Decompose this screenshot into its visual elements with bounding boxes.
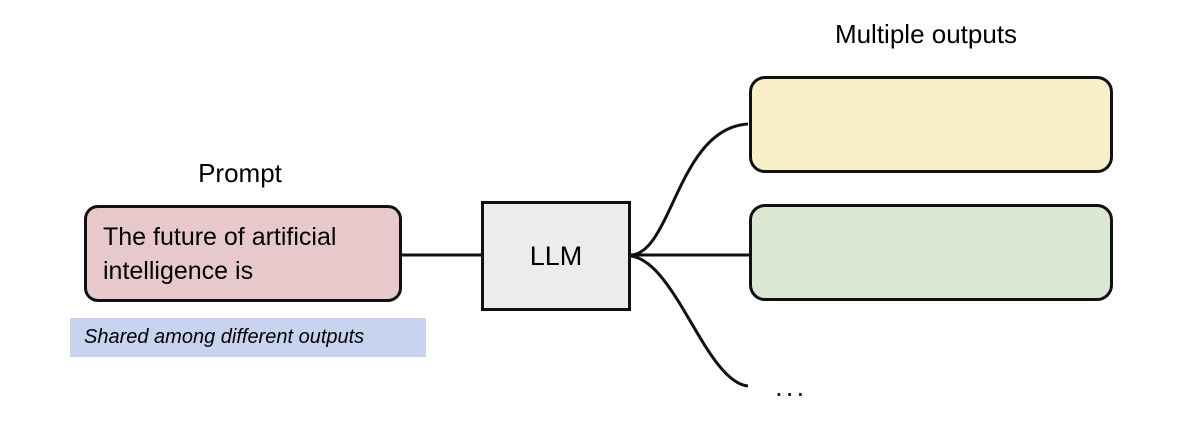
llm-box[interactable]: LLM bbox=[481, 201, 631, 311]
more-outputs-ellipsis: ... bbox=[775, 371, 808, 402]
edge-llm-to-more bbox=[630, 254, 749, 388]
output-box-2[interactable] bbox=[749, 204, 1113, 301]
output-box-1[interactable] bbox=[749, 76, 1113, 173]
prompt-caption: Prompt bbox=[198, 158, 282, 188]
edge-llm-to-output-1 bbox=[630, 122, 749, 257]
llm-label: LLM bbox=[529, 240, 583, 271]
multiple-outputs-caption: Multiple outputs bbox=[834, 19, 1018, 49]
shared-among-outputs-text: Shared among different outputs bbox=[84, 326, 365, 348]
shared-among-outputs-note: Shared among different outputs bbox=[70, 318, 426, 357]
prompt-text: The future of artificial intelligence is bbox=[103, 222, 337, 285]
prompt-box[interactable]: The future of artificial intelligence is bbox=[84, 205, 402, 302]
